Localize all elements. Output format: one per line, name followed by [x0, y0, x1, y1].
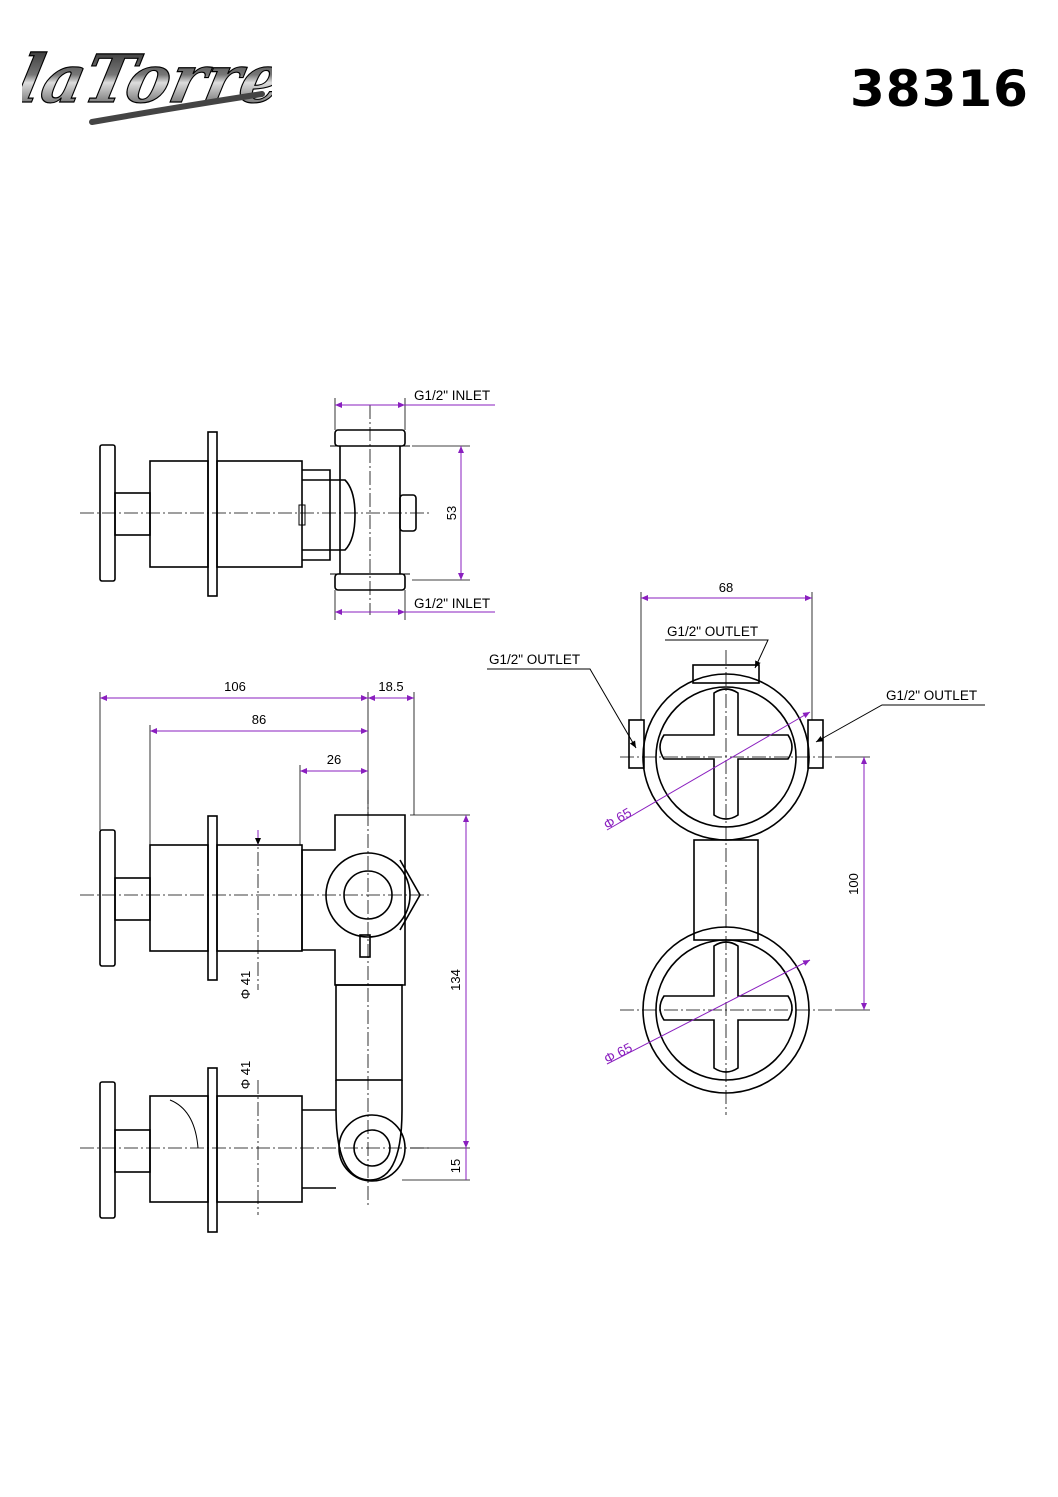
outlet-left-label: G1/2" OUTLET: [489, 652, 580, 667]
dim-26-label: 26: [327, 752, 341, 767]
dim-106-label: 106: [224, 679, 246, 694]
outlet-right-label: G1/2" OUTLET: [886, 688, 977, 703]
side-view: [80, 692, 470, 1233]
outlet-top-label: G1/2" OUTLET: [667, 624, 758, 639]
brand-logo: laTorre: [9, 22, 292, 142]
dia-65-bottom-label: Φ 65: [602, 1040, 635, 1067]
inlet-top-label: G1/2" INLET: [414, 388, 490, 403]
dim-100-label: 100: [846, 873, 861, 895]
dia-41-top-label: Φ 41: [238, 971, 253, 999]
front-view: [487, 592, 985, 1115]
dim-15-label: 15: [448, 1159, 463, 1173]
dim-68-label: 68: [719, 580, 733, 595]
inlet-bottom-label: G1/2" INLET: [414, 596, 490, 611]
product-code: 38316: [850, 60, 1029, 118]
dim-86-label: 86: [252, 712, 266, 727]
dim-134-label: 134: [448, 969, 463, 991]
logo-wordmark: laTorre: [22, 40, 272, 118]
inlet-spacing-label: 53: [444, 506, 459, 520]
dim-18-5-label: 18.5: [378, 679, 403, 694]
top-view: [80, 398, 495, 620]
dia-65-top-label: Φ 65: [601, 805, 634, 833]
dia-41-bottom-label: Φ 41: [238, 1061, 253, 1089]
